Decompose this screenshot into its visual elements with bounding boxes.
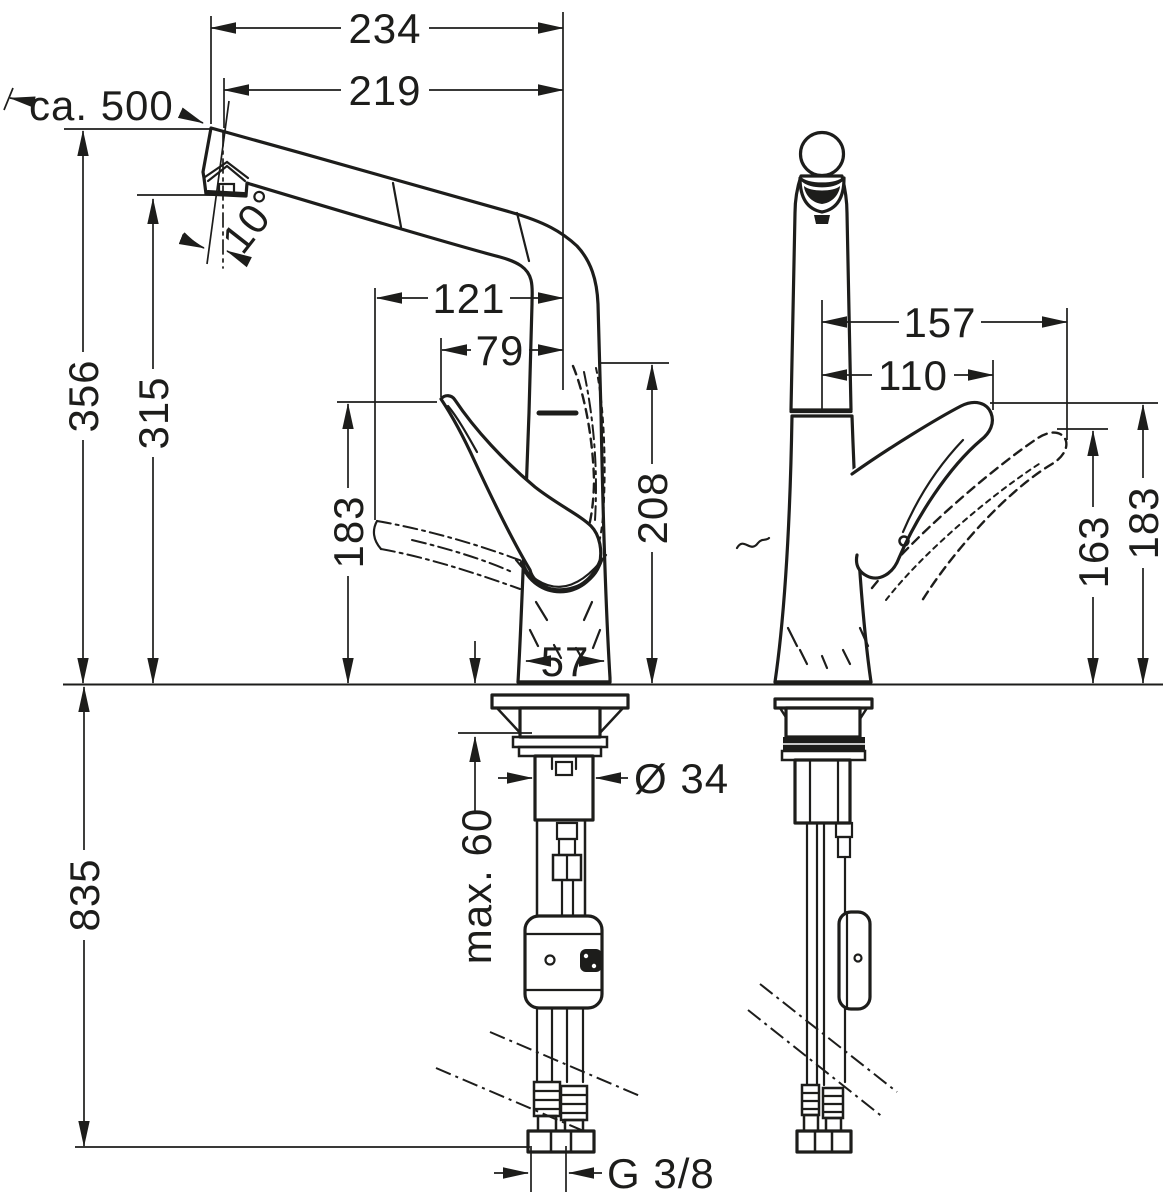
dim-356-label: 356 (60, 359, 107, 432)
supply-pipes (535, 818, 587, 918)
front-upper-body (789, 174, 853, 412)
break-lines-side (435, 1031, 641, 1133)
dim-163-label: 163 (1070, 515, 1117, 588)
dim-835-label: 835 (61, 858, 108, 931)
handle-front-view (850, 400, 994, 580)
mounting-flange (490, 693, 630, 710)
dim-handle-forward-reach: 121 (376, 275, 564, 322)
handle-lowered-position-front (870, 431, 1068, 606)
hoses-below-weight (535, 1006, 585, 1084)
aerator-insert (217, 182, 236, 195)
cap-top-circle (798, 130, 846, 178)
threaded-shank (533, 754, 595, 822)
dim-315-label: 315 (130, 376, 177, 449)
hose-neck-front (802, 1113, 820, 1133)
shank-inner-lines (808, 758, 840, 825)
cap-dark-bowl (804, 186, 840, 204)
break-lines-front (747, 983, 898, 1119)
dimension-annotations: 234 219 ca. 500 10° 356 (3, 5, 1167, 1197)
weight-clip-dot (591, 963, 597, 969)
below-counter-assembly-front (747, 697, 898, 1154)
dim-handle-height-side: 183 (325, 403, 372, 684)
spray-head-seam (391, 181, 403, 229)
hose-fitting-front (834, 821, 854, 839)
dim-connection-thread: G 3/8 (494, 1150, 715, 1197)
dim-79-label: 79 (476, 327, 525, 374)
weight-clip (580, 949, 602, 972)
weight-bands (523, 932, 604, 992)
weight-pin (544, 954, 556, 966)
shank-block-front (784, 706, 862, 739)
dim-57-label: 57 (541, 638, 590, 685)
handle-lowered-position-side (372, 519, 533, 590)
dim-spout-reach: 219 (223, 67, 564, 114)
weight-clip-dot (583, 953, 589, 959)
hose-corrugations-front (800, 1083, 845, 1120)
base-hatching-front (786, 626, 870, 670)
dim-hose-below-counter: 835 (61, 686, 108, 1147)
dim-handle-lower-height: 163 (1070, 430, 1117, 684)
dim-208-label: 208 (629, 471, 676, 544)
spray-head-chevron (203, 160, 250, 183)
dim-110-label: 110 (878, 352, 948, 399)
dim-height-aerator: 315 (130, 198, 177, 684)
dim-handle-reach-front: 157 (821, 299, 1068, 346)
hose-fitting-front (836, 835, 852, 859)
side-view-faucet (201, 126, 612, 684)
dim-121-label: 121 (432, 275, 505, 322)
dim-overall-projection: 234 (210, 5, 564, 52)
dim-handle-upper-height: 183 (1120, 404, 1167, 684)
hex-nut-facets (549, 1129, 573, 1154)
hose-collar (557, 837, 577, 857)
dim-234-label: 234 (348, 5, 421, 52)
connection-hex-nuts (526, 1129, 596, 1154)
dim-g38-label: G 3/8 (607, 1150, 715, 1197)
dim-ca500-label: ca. 500 (29, 82, 174, 129)
body-dome-arc (514, 553, 608, 588)
dim-max-counter-thickness: max. 60 (453, 641, 500, 964)
dim-max60-label: max. 60 (453, 808, 500, 964)
below-counter-assembly-side (435, 693, 641, 1154)
dim-183-side-label: 183 (325, 495, 372, 568)
hose-neck-front (824, 1116, 843, 1133)
cap-tab (814, 215, 830, 224)
dim-spout-body-height: 208 (629, 364, 676, 684)
shank-valve-detail (554, 760, 574, 777)
hose-corrugations (532, 1080, 589, 1122)
handle-set-screw (898, 535, 910, 547)
dim-219-label: 219 (348, 67, 421, 114)
dim-base-width: 57 (525, 638, 605, 685)
hex-facets-front (813, 1129, 834, 1154)
dim-hose-extension: ca. 500 (3, 82, 204, 129)
hose-nipple (555, 821, 579, 841)
connection-hex-front (795, 1129, 853, 1154)
hoses-front (805, 821, 826, 1087)
dim-dia34-label: Ø 34 (634, 755, 729, 802)
spout-seam (515, 211, 531, 263)
cap-collar-arc (801, 179, 843, 188)
shank-detail-lines (550, 754, 578, 771)
dim-handle-rest-reach-front: 110 (821, 352, 994, 399)
pullout-hose-tube (560, 878, 575, 918)
dim-height-spout-top: 356 (60, 130, 107, 684)
weight-pin-front (853, 953, 863, 963)
front-view-faucet (735, 130, 1068, 684)
dim-183-front-label: 183 (1120, 486, 1167, 559)
shank-lower-front (793, 758, 852, 825)
dim-handle-rest-reach: 79 (441, 327, 564, 374)
surface-squiggle (735, 536, 771, 550)
dim-157-label: 157 (903, 299, 976, 346)
dim-tap-hole-diameter: Ø 34 (498, 755, 729, 802)
